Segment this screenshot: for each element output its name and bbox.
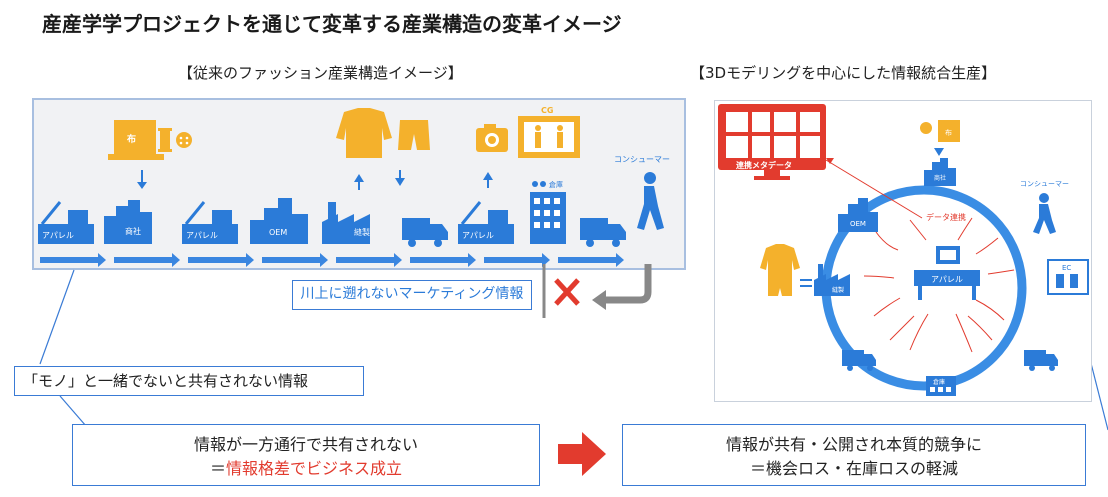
apparel-desk-icon-2: アパレル <box>182 202 238 244</box>
integrated-production-diagram: 連携メタデータ 布 商社 コンシューマー OEM データ連携 アパレル <box>714 100 1092 402</box>
consumer-label: コンシューマー <box>614 155 670 164</box>
right-sewing-label: 縫製 <box>832 286 844 294</box>
truck-icon-2 <box>580 218 626 247</box>
right-cloth-label: 布 <box>945 128 952 137</box>
right-oem-label: OEM <box>850 220 866 228</box>
apparel-label-2: アパレル <box>186 231 218 240</box>
sweater-icon <box>336 108 392 158</box>
thread-spool-icon <box>158 128 172 152</box>
oem-building-icon: OEM <box>250 198 308 244</box>
left-result-highlight: 情報格差でビジネス成立 <box>226 459 402 478</box>
right-result-line2: ＝機会ロス・在庫ロスの軽減 <box>623 455 1085 479</box>
ec-label: EC <box>1062 264 1071 272</box>
cg-label: CG <box>541 106 553 115</box>
right-consumer-label: コンシューマー <box>1020 180 1069 188</box>
metadata-monitor-icon: 連携メタデータ <box>718 104 826 180</box>
sewing-factory-icon: 縫製 <box>322 202 370 244</box>
traditional-structure-diagram: 布 CG コンシューマー <box>32 98 686 270</box>
right-truck-icon-2 <box>1024 350 1058 371</box>
arrow-down-1-head <box>137 182 147 189</box>
center-apparel-icon: アパレル <box>914 246 980 300</box>
consumer-walking-icon <box>637 172 664 230</box>
left-result-line1: 情報が一方通行で共有されない <box>73 431 539 455</box>
truck-icon-1 <box>402 218 448 247</box>
apparel-label-3: アパレル <box>462 231 494 240</box>
button-icon <box>176 132 192 148</box>
apparel-desk-icon-1: アパレル <box>38 202 94 244</box>
warehouse-label: 倉庫 <box>549 180 563 189</box>
sewing-label: 縫製 <box>354 227 370 237</box>
right-trading-label: 商社 <box>934 174 946 182</box>
data-link-label: データ連携 <box>926 212 966 222</box>
right-consumer-icon <box>1033 193 1056 234</box>
apparel-label-1: アパレル <box>42 231 74 240</box>
right-result-box: 情報が共有・公開され本質的競争に ＝機会ロス・在庫ロスの軽減 <box>622 424 1086 486</box>
cg-model-frame-icon: CG <box>518 106 580 158</box>
warehouse-building-icon: 倉庫 <box>530 180 566 244</box>
left-result-line2: ＝情報格差でビジネス成立 <box>73 455 539 479</box>
shorts-icon <box>398 120 430 150</box>
ec-screen-icon: EC <box>1048 260 1088 294</box>
trading-company-building-icon: 商社 <box>104 200 152 244</box>
cloth-and-thread-icon: 布 <box>920 120 960 142</box>
cloth-label: 布 <box>126 133 136 145</box>
cloth-roll-icon: 布 <box>108 120 164 160</box>
transition-arrow-icon <box>556 430 608 478</box>
oem-label: OEM <box>269 228 287 237</box>
right-trading-building-icon: 商社 <box>924 158 956 186</box>
mono-info-box: 「モノ」と一緒でないと共有されない情報 <box>14 366 364 396</box>
right-warehouse-label: 倉庫 <box>933 378 945 386</box>
right-apparel-label: アパレル <box>931 275 963 284</box>
right-result-line1: 情報が共有・公開され本質的競争に <box>623 431 1085 455</box>
trading-label: 商社 <box>125 226 141 236</box>
right-section-heading: 【3Dモデリングを中心にした情報統合生産】 <box>690 62 996 83</box>
right-truck-icon-1 <box>842 350 876 371</box>
left-result-prefix: ＝ <box>210 459 226 478</box>
right-sweater-icon <box>760 244 800 296</box>
camera-icon <box>476 124 508 152</box>
left-section-heading: 【従来のファッション産業構造イメージ】 <box>178 62 463 83</box>
page-title: 産産学学プロジェクトを通じて変革する産業構造の変革イメージ <box>42 8 622 37</box>
metadata-label: 連携メタデータ <box>736 160 792 170</box>
apparel-desk-icon-3: アパレル <box>458 202 514 244</box>
left-result-box: 情報が一方通行で共有されない ＝情報格差でビジネス成立 <box>72 424 540 486</box>
right-warehouse-icon: 倉庫 <box>926 376 956 396</box>
